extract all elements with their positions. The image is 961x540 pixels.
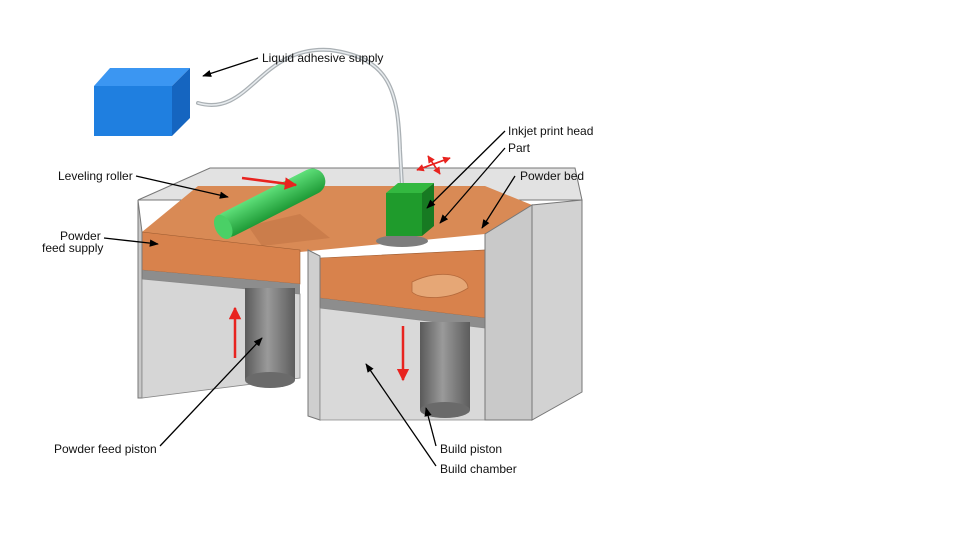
head-motion-arrow-y-back [427,155,441,175]
adhesive-supply-box [94,68,190,136]
powder-shading [248,214,330,246]
label-powder-feed-supply-1: Powder [60,229,101,243]
part-shape [411,274,469,298]
label-build-chamber: Build chamber [440,462,517,476]
machine-body [137,167,583,421]
leader-roller [135,175,229,199]
leader-lines [103,57,516,467]
label-powder-feed-piston: Powder feed piston [54,442,157,456]
label-leveling-roller: Leveling roller [58,169,133,183]
label-powder-bed: Powder bed [520,169,584,183]
label-powder-feed-supply-2: feed supply [42,241,103,255]
label-build-piston: Build piston [440,442,502,456]
leader-adhesive [202,57,259,77]
left-wall [137,199,143,399]
labels: Liquid adhesive supply Inkjet print head… [42,51,593,476]
motion-arrows [228,155,451,382]
build-platform [320,298,485,328]
leader-print-head [426,130,506,209]
label-part: Part [508,141,531,155]
leader-feed-piston [159,337,263,447]
leader-build-piston [424,407,437,447]
build-piston [420,322,470,418]
leveling-roller [213,168,326,240]
part-top-ring [376,235,428,247]
leader-part [439,147,506,224]
roller-motion-arrow [241,176,298,190]
right-wall [531,199,583,421]
right-front-wall [484,204,533,421]
print-head [386,183,434,236]
leader-build-chamber [365,363,437,467]
adhesive-tube [196,47,404,188]
leader-powder-bed [481,175,516,229]
label-liquid-adhesive-supply: Liquid adhesive supply [262,51,383,65]
divider-wall [307,249,321,421]
leader-powder-feed [103,237,159,247]
powder-feed-piston [245,288,295,388]
label-inkjet-print-head: Inkjet print head [508,124,593,138]
